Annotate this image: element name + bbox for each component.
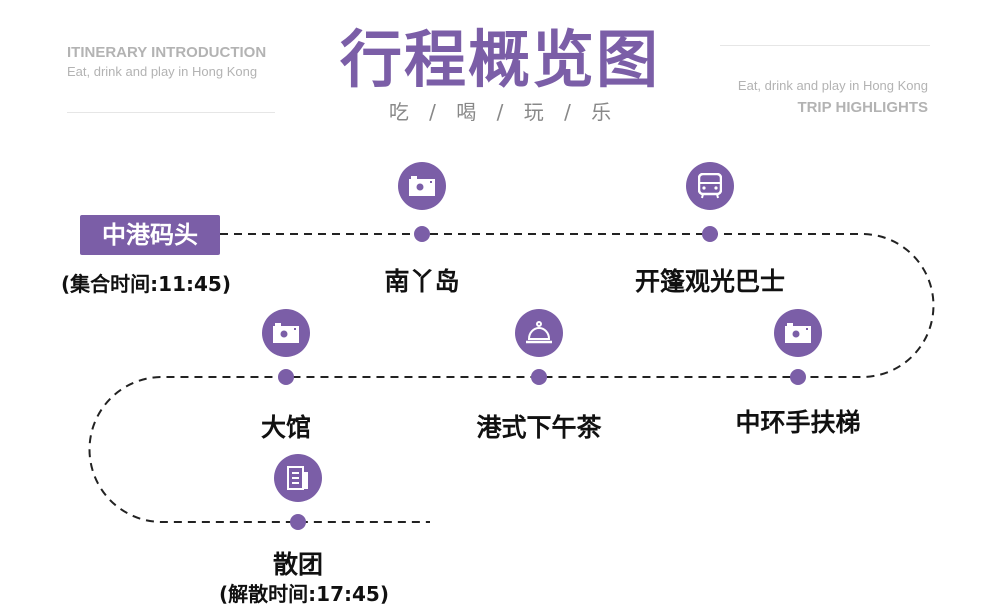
divider (67, 112, 275, 113)
stop-dot (278, 369, 294, 385)
camera-icon (774, 309, 822, 357)
stop-label: 大馆 (260, 413, 312, 442)
food-cloche-icon (515, 309, 563, 357)
stop-dot (531, 369, 547, 385)
camera-icon (398, 162, 446, 210)
header-right-title: TRIP HIGHLIGHTS (797, 99, 928, 116)
stop-label: 港式下午茶 (476, 413, 602, 442)
camera-icon (262, 309, 310, 357)
document-icon (274, 454, 322, 502)
header-left-subtitle: Eat, drink and play in Hong Kong (67, 64, 258, 79)
stop-dot (414, 226, 430, 242)
page-title: 行程概览图 (339, 23, 660, 96)
end-note: (解散时间:17:45) (219, 582, 389, 606)
start-note: (集合时间:11:45) (61, 272, 231, 296)
divider (720, 45, 930, 46)
start-label: 中港码头 (80, 215, 220, 255)
page-subtitle: 吃 / 喝 / 玩 / 乐 (388, 100, 612, 124)
stop-dot (790, 369, 806, 385)
header-right-subtitle: Eat, drink and play in Hong Kong (737, 78, 928, 93)
stop-label: 开篷观光巴士 (634, 267, 786, 296)
stop-label: 散团 (272, 550, 324, 579)
stop-dot (290, 514, 306, 530)
stop-label: 南丫岛 (384, 267, 460, 296)
stop-label: 中环手扶梯 (735, 408, 861, 437)
header-left-title: ITINERARY INTRODUCTION (67, 44, 267, 61)
bus-icon (686, 162, 734, 210)
stop-dot (702, 226, 718, 242)
